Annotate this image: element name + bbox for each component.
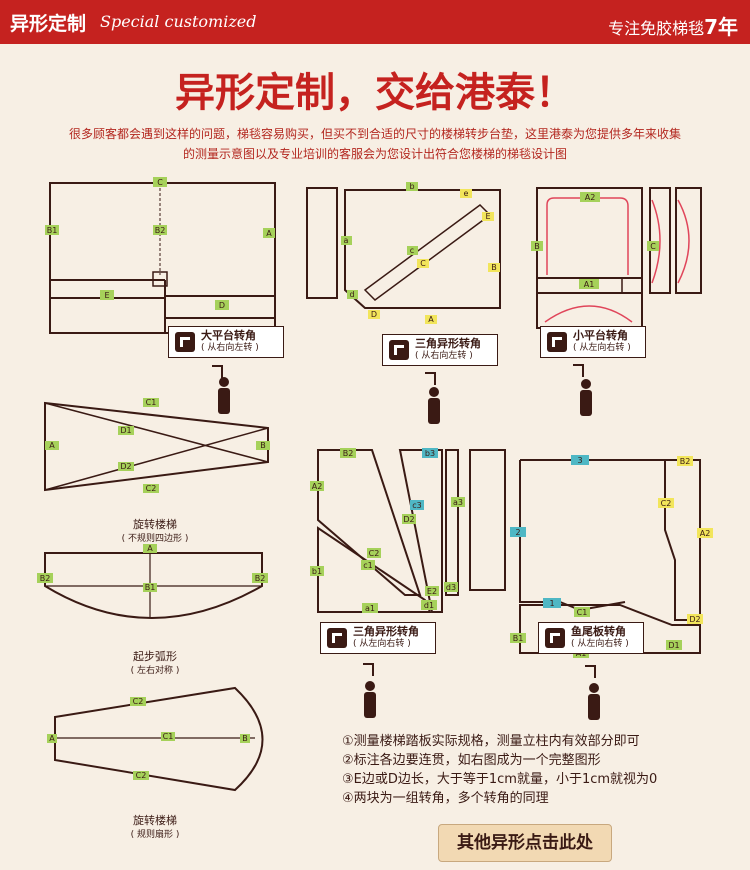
- svg-text:A: A: [147, 544, 153, 553]
- caption-fan: 旋转楼梯( 规则扇形 ): [130, 814, 180, 840]
- svg-text:A1: A1: [584, 280, 595, 289]
- svg-text:d1: d1: [424, 601, 434, 610]
- svg-text:b1: b1: [312, 567, 322, 576]
- measurement-notes: ①测量楼梯踏板实际规格，测量立柱内有效部分即可 ②标注各边要连贯，如右图成为一个…: [342, 732, 657, 808]
- svg-text:B1: B1: [513, 634, 524, 643]
- svg-text:d3: d3: [446, 583, 456, 592]
- svg-text:B: B: [242, 734, 248, 743]
- svg-text:B2: B2: [680, 457, 691, 466]
- svg-text:A2: A2: [700, 529, 711, 538]
- svg-text:D1: D1: [120, 426, 131, 435]
- svg-text:E2: E2: [427, 587, 437, 596]
- svg-text:A2: A2: [585, 193, 596, 202]
- diagram-quadrilateral: [44, 401, 269, 492]
- svg-text:A: A: [49, 734, 55, 743]
- svg-text:B1: B1: [47, 226, 58, 235]
- svg-text:D2: D2: [689, 615, 700, 624]
- corner-turn-icon: [545, 628, 565, 648]
- caption-fishtail: 鱼尾板转角( 从左向右转 ): [538, 622, 644, 654]
- svg-text:a3: a3: [453, 498, 463, 507]
- diagram-fan: [54, 686, 264, 792]
- svg-text:b: b: [409, 182, 414, 191]
- headline: 异形定制，交给港泰！: [175, 69, 575, 116]
- corner-turn-icon: [175, 332, 195, 352]
- svg-text:c: c: [410, 246, 414, 255]
- caption-triangle-rtl: 三角异形转角( 从右向左转 ): [382, 334, 498, 366]
- diagram-large-platform: [49, 182, 276, 334]
- svg-text:C2: C2: [146, 484, 157, 493]
- corner-turn-icon: [327, 628, 347, 648]
- diagram-triangle-ltr: [317, 449, 506, 613]
- caption-triangle-ltr: 三角异形转角( 从左向右转 ): [320, 622, 436, 654]
- svg-text:c1: c1: [363, 561, 373, 570]
- note-item: ①测量楼梯踏板实际规格，测量立柱内有效部分即可: [342, 734, 640, 749]
- svg-text:B1: B1: [145, 583, 156, 592]
- svg-text:a: a: [344, 236, 349, 245]
- svg-text:C2: C2: [369, 549, 380, 558]
- svg-text:C2: C2: [661, 499, 672, 508]
- svg-text:B2: B2: [343, 449, 354, 458]
- header-title: 异形定制: [10, 13, 87, 35]
- walking-figures: [212, 364, 600, 720]
- svg-text:D2: D2: [403, 515, 414, 524]
- diagram-small-platform: [536, 187, 702, 329]
- svg-text:E: E: [485, 212, 490, 221]
- caption-small-platform: 小平台转角( 从左向右转 ): [540, 326, 646, 358]
- svg-text:a1: a1: [365, 604, 375, 613]
- svg-text:B2: B2: [155, 226, 166, 235]
- corner-turn-icon: [547, 332, 567, 352]
- svg-text:e: e: [464, 189, 469, 198]
- header-slogan: 专注免胶梯毯7年: [608, 15, 738, 39]
- svg-text:2: 2: [515, 528, 520, 537]
- header-years: 7年: [704, 15, 738, 39]
- caption-quadrilateral: 旋转楼梯( 不规则四边形 ): [121, 518, 189, 544]
- svg-text:3: 3: [577, 456, 582, 465]
- svg-text:D1: D1: [668, 641, 679, 650]
- svg-text:A: A: [266, 229, 272, 238]
- note-item: ③E边或D边长，大于等于1cm就量，小于1cm就视为0: [342, 772, 658, 787]
- svg-text:1: 1: [549, 599, 554, 608]
- svg-text:C: C: [420, 259, 426, 268]
- svg-text:C: C: [157, 178, 163, 187]
- header-subtitle: Special customized: [100, 12, 257, 31]
- header-bar: 异形定制 Special customized 专注免胶梯毯7年: [0, 0, 750, 44]
- caption-arc: 起步弧形( 左右对称 ): [130, 650, 180, 676]
- corner-turn-icon: [389, 340, 409, 360]
- note-item: ②标注各边要连贯，如右图成为一个完整图形: [342, 753, 601, 768]
- svg-text:B: B: [260, 441, 266, 450]
- other-shapes-button[interactable]: 其他异形点击此处: [438, 824, 612, 862]
- svg-text:D: D: [371, 310, 377, 319]
- svg-text:C: C: [650, 242, 656, 251]
- svg-text:A: A: [428, 315, 434, 324]
- diagram-triangle-rtl: [306, 187, 501, 309]
- svg-text:B2: B2: [40, 574, 51, 583]
- svg-text:B: B: [491, 263, 497, 272]
- svg-text:D: D: [219, 301, 225, 310]
- svg-text:C2: C2: [136, 771, 147, 780]
- note-item: ④两块为一组转角，多个转角的同理: [342, 791, 549, 806]
- svg-text:C1: C1: [577, 608, 588, 617]
- svg-text:C2: C2: [133, 697, 144, 706]
- svg-text:D2: D2: [120, 462, 131, 471]
- intro-text: 很多顾客都会遇到这样的问题，梯毯容易购买，但买不到合适的尺寸的楼梯转步台垫，这里…: [68, 127, 681, 161]
- svg-text:C1: C1: [163, 732, 174, 741]
- svg-text:B: B: [534, 242, 540, 251]
- svg-text:A: A: [49, 441, 55, 450]
- svg-text:E: E: [104, 291, 109, 300]
- svg-text:b3: b3: [425, 449, 435, 458]
- svg-text:C1: C1: [146, 398, 157, 407]
- svg-text:A2: A2: [312, 482, 323, 491]
- measure-labels: [37, 177, 713, 780]
- svg-text:d: d: [349, 290, 354, 299]
- svg-text:B2: B2: [255, 574, 266, 583]
- caption-large-platform: 大平台转角( 从右向左转 ): [168, 326, 284, 358]
- svg-text:c3: c3: [412, 501, 422, 510]
